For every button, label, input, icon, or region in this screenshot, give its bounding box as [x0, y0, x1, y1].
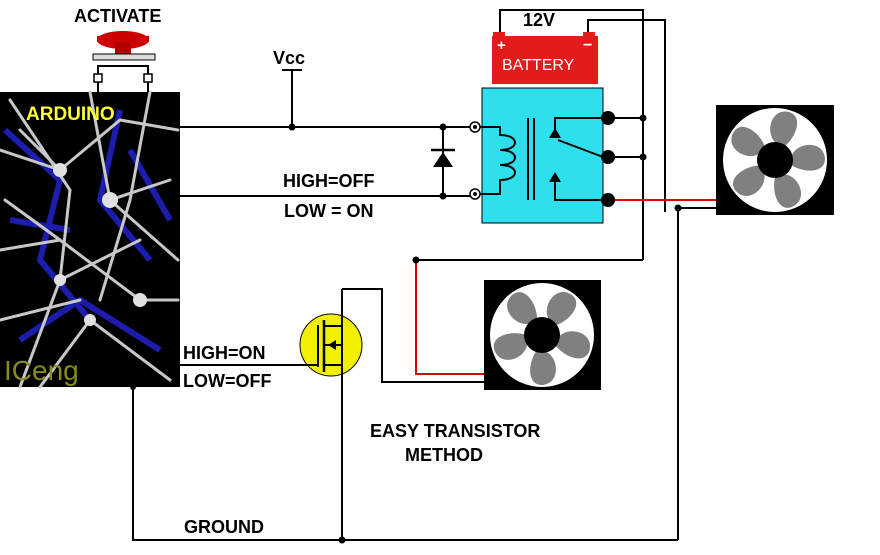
ground-label: GROUND [184, 517, 264, 537]
battery-voltage: 12V [523, 10, 555, 30]
fet-low-label: LOW=OFF [183, 371, 272, 391]
relay-low-label: LOW = ON [284, 201, 374, 221]
battery-icon: + − BATTERY [492, 32, 598, 84]
activate-label: ACTIVATE [74, 6, 161, 26]
fet-high-label: HIGH=ON [183, 343, 266, 363]
junctions [130, 114, 682, 544]
hot-wires [415, 199, 716, 375]
diode-icon [431, 148, 455, 167]
method-label-line2: METHOD [405, 445, 483, 465]
battery-label: BATTERY [502, 57, 575, 74]
push-button-icon[interactable] [92, 31, 156, 92]
battery-plus: + [497, 37, 506, 54]
method-label-line1: EASY TRANSISTOR [370, 421, 540, 441]
fan-icon [484, 280, 601, 390]
fan-icon [716, 105, 834, 215]
relay-high-label: HIGH=OFF [283, 171, 375, 191]
battery-minus: − [583, 37, 592, 54]
iceng-label: ICeng [4, 355, 79, 386]
relay-icon [469, 87, 615, 224]
vcc-label: Vcc [273, 48, 305, 68]
arduino-label: ARDUINO [26, 104, 115, 125]
arduino-board: ARDUINO ICeng [0, 90, 180, 389]
mosfet-icon [299, 313, 363, 377]
